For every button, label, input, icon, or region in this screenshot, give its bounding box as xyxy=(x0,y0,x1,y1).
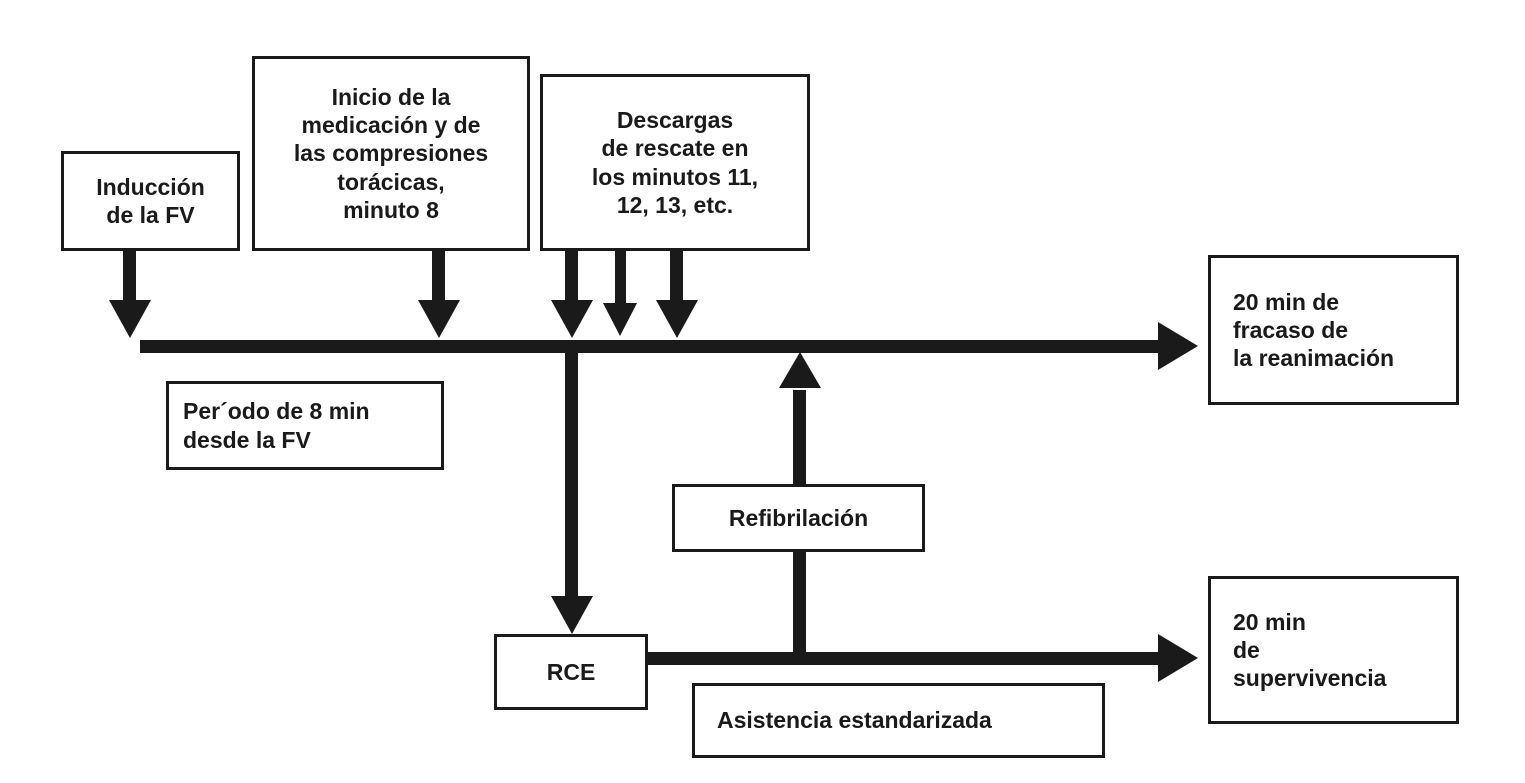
connector-descarga-3-arrowhead xyxy=(656,300,698,338)
connector-rce-to-supervivencia-rule xyxy=(646,652,1162,665)
node-fracaso-label: 20 min de fracaso de la reanimación xyxy=(1233,288,1395,372)
connector-refibrilacion-arrowhead xyxy=(779,352,821,388)
connector-timeline-to-rce-stem xyxy=(565,346,578,599)
connector-descarga-3-stem xyxy=(670,251,683,309)
node-supervivencia: 20 min de supervivencia xyxy=(1208,576,1459,724)
connector-descarga-1-arrowhead xyxy=(551,300,593,338)
connector-descarga-2-arrowhead xyxy=(603,303,637,336)
node-refibrilacion-label: Refibrilación xyxy=(728,504,869,531)
connector-descarga-1-stem xyxy=(565,251,578,309)
node-supervivencia-label: 20 min de supervivencia xyxy=(1233,608,1387,692)
connector-induccion-arrowhead xyxy=(109,300,151,338)
node-rce-label: RCE xyxy=(546,658,596,685)
node-asistencia-estandarizada: Asistencia estandarizada xyxy=(692,683,1105,758)
node-refibrilacion: Refibrilación xyxy=(672,484,925,552)
connector-timeline-to-rce-arrowhead xyxy=(551,596,593,634)
node-fracaso-reanimacion: 20 min de fracaso de la reanimación xyxy=(1208,255,1459,405)
connector-induccion-stem xyxy=(123,251,136,309)
connector-inicio-stem xyxy=(432,251,445,309)
connector-inicio-arrowhead xyxy=(418,300,460,338)
connector-descarga-2-stem xyxy=(615,251,626,309)
node-induccion-de-la-fv: Inducción de la FV xyxy=(61,151,240,251)
node-periodo-label: Per´odo de 8 min desde la FV xyxy=(183,398,370,453)
main-timeline-rule xyxy=(140,340,1160,353)
node-descargas-rescate: Descargas de rescate en los minutos 11, … xyxy=(540,74,810,251)
node-asistencia-label: Asistencia estandarizada xyxy=(717,707,992,734)
node-descargas-label: Descargas de rescate en los minutos 11, … xyxy=(591,107,759,218)
node-rce: RCE xyxy=(494,634,648,710)
connector-rce-to-supervivencia-arrowhead xyxy=(1158,634,1198,682)
node-inicio-medicacion: Inicio de la medicación y de las compres… xyxy=(252,56,530,251)
node-inicio-medicacion-label: Inicio de la medicación y de las compres… xyxy=(293,84,489,223)
node-induccion-label: Inducción de la FV xyxy=(96,173,205,228)
node-periodo-8-min: Per´odo de 8 min desde la FV xyxy=(166,381,444,470)
main-timeline-arrowhead xyxy=(1158,322,1198,370)
